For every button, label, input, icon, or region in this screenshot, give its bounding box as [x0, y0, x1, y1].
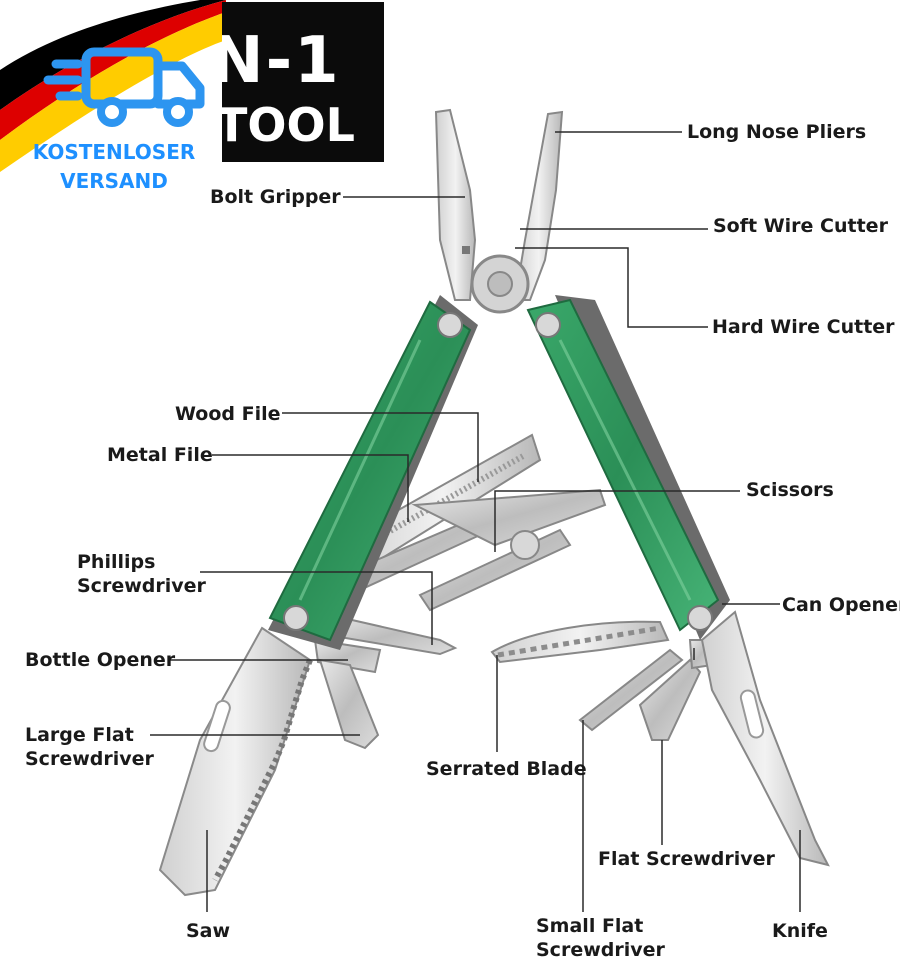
knife-blade: [700, 610, 830, 867]
product-title-box: N-1 TOOL: [222, 2, 384, 162]
label-phillips-1: Phillips: [77, 551, 156, 573]
shipping-badge: [0, 0, 226, 172]
scissors-tool: [411, 488, 607, 612]
title-line-1: N-1: [222, 24, 341, 98]
label-metal-file: Metal File: [107, 444, 213, 466]
label-flat-screwdriver: Flat Screwdriver: [598, 848, 775, 870]
label-scissors: Scissors: [746, 479, 834, 501]
bottle-opener-tool: [313, 638, 382, 750]
truck-wheel-icon: [163, 97, 193, 127]
label-knife: Knife: [772, 920, 828, 942]
flag-stripe-black: [0, 0, 226, 110]
label-phillips-2: Screwdriver: [77, 575, 206, 597]
label-bottle-opener: Bottle Opener: [25, 649, 176, 671]
saw-blade: [158, 626, 313, 897]
badge-line-1: KOSTENLOSER: [32, 140, 196, 164]
flag-stripe-gold: [0, 12, 226, 172]
label-hard-wire-cutter: Hard Wire Cutter: [712, 316, 895, 338]
truck-wheel-icon: [97, 97, 127, 127]
rivet-icon: [283, 605, 309, 631]
label-saw: Saw: [186, 920, 231, 942]
label-soft-wire-cutter: Soft Wire Cutter: [713, 215, 888, 237]
rivet-icon: [687, 605, 713, 631]
label-small-flat-1: Small Flat: [536, 915, 644, 937]
serrated-blade-tool: [490, 620, 670, 664]
rivet-icon: [535, 312, 561, 338]
rivet-icon: [437, 312, 463, 338]
label-small-flat-2: Screwdriver: [536, 939, 665, 961]
free-shipping-text: KOSTENLOSER VERSAND: [14, 138, 214, 196]
left-handle: [268, 295, 478, 650]
leader-lines: [150, 131, 801, 912]
label-large-flat-2: Screwdriver: [25, 748, 154, 770]
small-tools: [578, 639, 714, 741]
label-bolt-gripper: Bolt Gripper: [210, 186, 341, 208]
pliers-jaws: [434, 108, 564, 314]
label-large-flat-1: Large Flat: [25, 724, 134, 746]
label-wood-file: Wood File: [175, 403, 281, 425]
label-can-opener: Can Opener: [782, 594, 900, 616]
label-long-nose-pliers: Long Nose Pliers: [687, 121, 867, 143]
right-handle: [526, 295, 730, 640]
flag-stripe-red: [0, 0, 226, 140]
badge-line-2: VERSAND: [60, 169, 168, 193]
title-line-2: TOOL: [222, 98, 355, 152]
label-serrated-blade: Serrated Blade: [426, 758, 587, 780]
